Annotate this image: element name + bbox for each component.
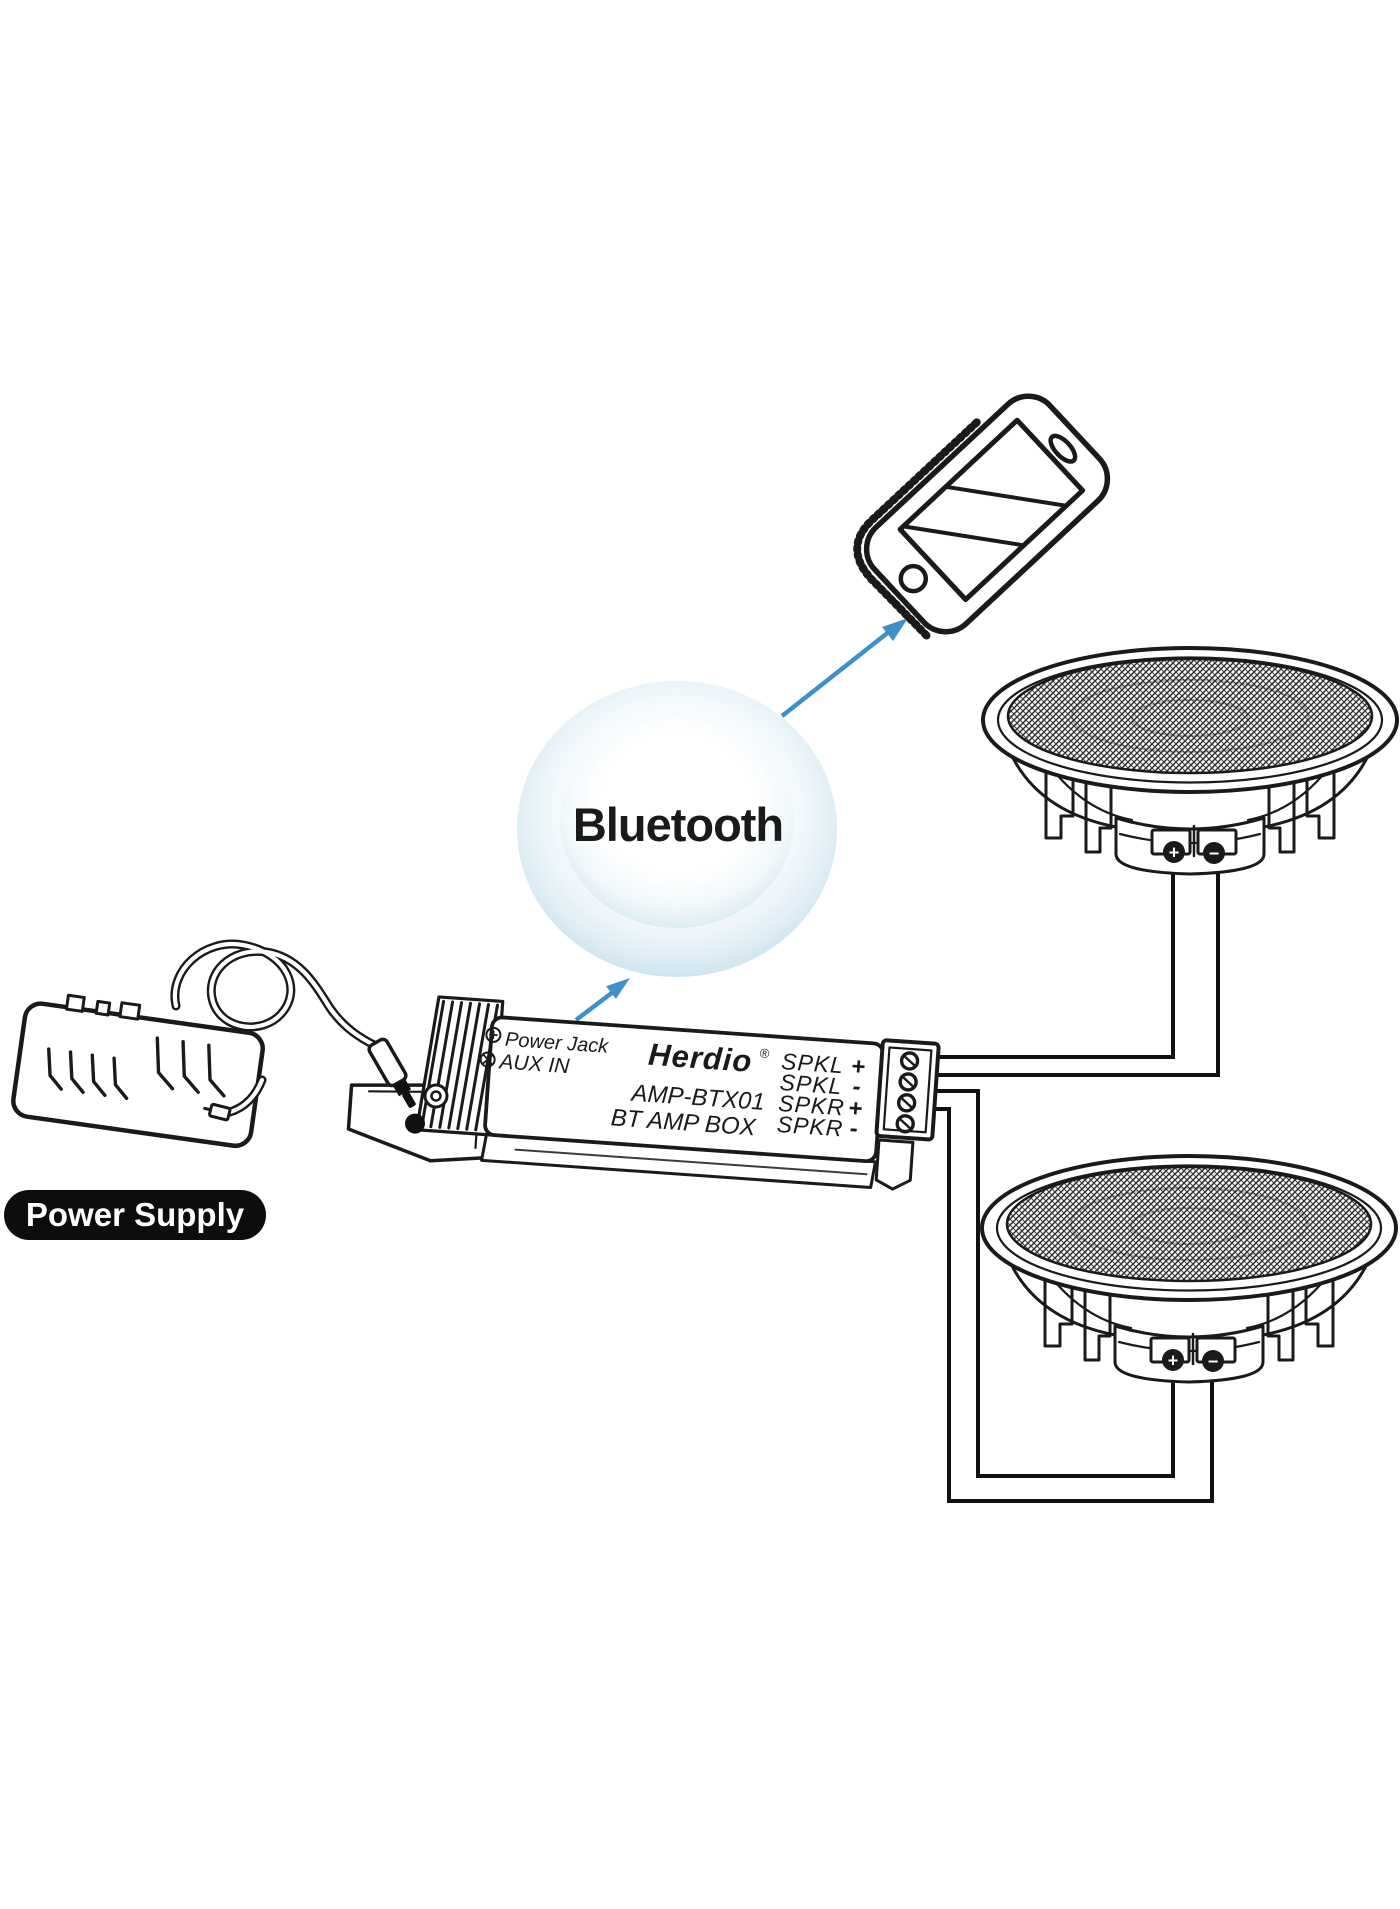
power-jack-hole bbox=[405, 1113, 426, 1134]
wire-spkl-negative bbox=[930, 860, 1220, 1077]
aux-jack-ring bbox=[423, 1083, 449, 1109]
phone-side-hatching bbox=[853, 418, 981, 643]
power-cable bbox=[170, 939, 381, 1122]
power-plug bbox=[367, 1037, 416, 1108]
adapter-prong-1 bbox=[64, 993, 86, 1013]
phone-home-button bbox=[898, 563, 929, 594]
amp-side-seam bbox=[514, 1148, 868, 1176]
adapter-prong-3 bbox=[118, 1001, 142, 1021]
arrow-head bbox=[882, 618, 908, 641]
plug-band bbox=[392, 1078, 412, 1097]
wire-spkr-positive bbox=[930, 1089, 1175, 1478]
terminal-polarity-spkl-minus: - bbox=[852, 1073, 862, 1100]
arrow-bluetooth-to-phone bbox=[780, 618, 908, 718]
phone-earpiece bbox=[1048, 433, 1078, 464]
pigtail-connector bbox=[203, 1102, 232, 1122]
power-supply-label: Power Supply bbox=[26, 1196, 245, 1233]
terminal-screws bbox=[895, 1051, 920, 1134]
aux-in-icon-cross bbox=[481, 1053, 494, 1066]
adapter-vents-left bbox=[47, 1047, 129, 1101]
terminal-label-spkl-plus: SPKL bbox=[780, 1048, 844, 1078]
arrow-head bbox=[606, 978, 630, 999]
aux-in-label: AUX IN bbox=[497, 1050, 571, 1078]
wire-spkl-positive bbox=[928, 860, 1175, 1059]
power-supply-adapter bbox=[11, 993, 265, 1149]
bubble-inner-ring bbox=[560, 712, 794, 928]
amp-mounting-tab-right bbox=[874, 1138, 915, 1191]
terminal-label-spkl-minus: SPKL bbox=[779, 1069, 843, 1099]
brand-registered-mark: ® bbox=[759, 1045, 770, 1061]
brand-logo: Herdio bbox=[647, 1037, 753, 1079]
ceiling-speaker-bottom bbox=[980, 1154, 1398, 1384]
aux-jack-hole bbox=[430, 1090, 442, 1102]
smartphone-illustration bbox=[853, 393, 1111, 643]
terminal-polarity-spkr-minus: - bbox=[849, 1115, 859, 1142]
amp-face-labels: Power Jack AUX IN Herdio ® AMP-BTX01 BT … bbox=[479, 1026, 866, 1142]
badge-background bbox=[4, 1190, 266, 1240]
arrow-amp-to-bluetooth bbox=[574, 978, 630, 1022]
terminal-polarity-spkl-plus: + bbox=[850, 1053, 866, 1081]
plug-body bbox=[367, 1037, 408, 1088]
bluetooth-range-bubble bbox=[517, 681, 837, 977]
phone-screen-reflection bbox=[903, 485, 1066, 547]
amp-terminal-block bbox=[874, 1038, 941, 1142]
power-jack-icon bbox=[485, 1026, 502, 1043]
terminal-label-spkr-plus: SPKR bbox=[777, 1090, 845, 1121]
adapter-vents-right bbox=[155, 1036, 226, 1098]
bluetooth-label: Bluetooth bbox=[573, 798, 783, 851]
plug-tip bbox=[402, 1091, 416, 1108]
aux-in-icon bbox=[479, 1051, 496, 1068]
arrow-shaft bbox=[574, 990, 615, 1022]
bt-amp-box: Power Jack AUX IN Herdio ® AMP-BTX01 BT … bbox=[346, 995, 941, 1191]
adapter-prong-2 bbox=[94, 999, 112, 1017]
phone-screen bbox=[897, 417, 1086, 603]
terminal-label-spkr-minus: SPKR bbox=[776, 1111, 844, 1142]
arrow-shaft bbox=[780, 629, 892, 718]
power-supply-badge: Power Supply bbox=[4, 1190, 266, 1240]
ceiling-speaker-top bbox=[981, 646, 1399, 876]
power-jack-icon-cross bbox=[489, 1030, 498, 1040]
terminal-polarity-spkr-plus: + bbox=[847, 1095, 863, 1123]
wire-spkr-negative bbox=[930, 1107, 1214, 1503]
